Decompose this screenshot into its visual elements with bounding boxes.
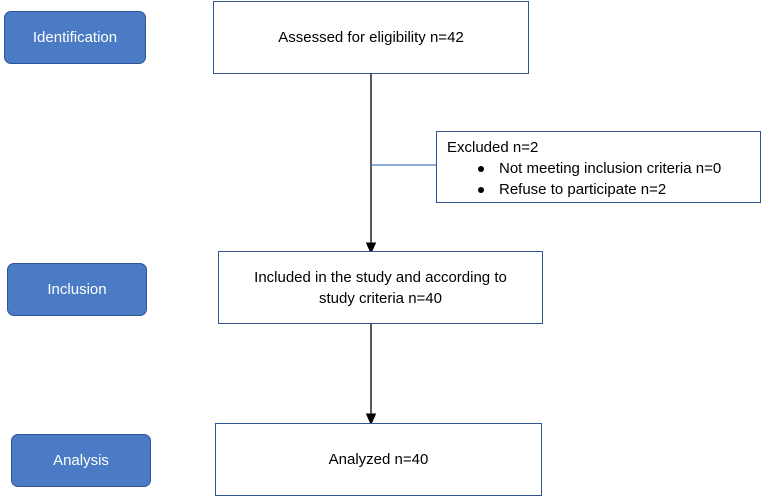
phase-identification: Identification xyxy=(4,11,146,64)
phase-analysis: Analysis xyxy=(11,434,151,487)
phase-inclusion-label: Inclusion xyxy=(47,281,107,298)
analyzed-box: Analyzed n=40 xyxy=(215,423,542,496)
analyzed-text: Analyzed n=40 xyxy=(328,451,429,468)
included-text-line1: Included in the study and according to xyxy=(254,268,507,286)
included-box: Included in the study and according to s… xyxy=(218,251,543,324)
phase-analysis-label: Analysis xyxy=(53,452,109,469)
assessed-box: Assessed for eligibility n=42 xyxy=(213,1,529,74)
phase-identification-label: Identification xyxy=(32,29,118,46)
assessed-text: Assessed for eligibility n=42 xyxy=(278,29,464,46)
excluded-box: Excluded n=2 Not meeting inclusion crite… xyxy=(436,131,761,203)
list-item: Not meeting inclusion criteria n=0 xyxy=(437,158,721,179)
included-text-line2: study criteria n=40 xyxy=(319,289,442,307)
excluded-reason: Not meeting inclusion criteria n=0 xyxy=(499,160,722,177)
bullet-icon xyxy=(478,187,484,193)
bullet-icon xyxy=(478,166,484,172)
list-item: Refuse to participate n=2 xyxy=(437,179,721,200)
excluded-title: Excluded n=2 xyxy=(447,139,539,156)
excluded-list: Not meeting inclusion criteria n=0 Refus… xyxy=(437,158,721,200)
phase-inclusion: Inclusion xyxy=(7,263,147,316)
excluded-reason: Refuse to participate n=2 xyxy=(499,181,667,198)
